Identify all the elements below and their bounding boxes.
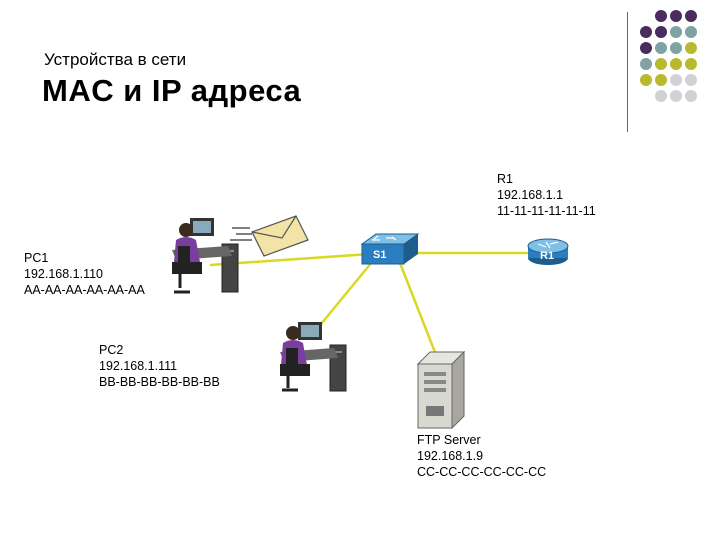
ftp-mac: CC-CC-CC-CC-CC-CC	[417, 465, 547, 479]
server-icon[interactable]	[416, 350, 466, 430]
decor-dot	[670, 42, 682, 54]
decor-dot	[655, 58, 667, 70]
r1-ip: 192.168.1.1	[497, 188, 564, 202]
decor-dot	[655, 26, 667, 38]
decor-dot	[640, 42, 652, 54]
pc1-ip: 192.168.1.110	[24, 267, 104, 281]
decor-dot	[685, 58, 697, 70]
label-ftp-server: FTP Server 192.168.1.9 CC-CC-CC-CC-CC-CC	[417, 432, 546, 480]
switch-icon[interactable]: S1	[360, 233, 420, 265]
decor-dot	[655, 90, 667, 102]
workstation-pc1-icon[interactable]	[172, 218, 239, 294]
decor-dot	[655, 74, 667, 86]
decor-dot	[655, 10, 667, 22]
pc1-mac: AA-AA-AA-AA-AA-AA	[24, 283, 145, 297]
ftp-name: FTP Server	[417, 433, 481, 447]
slide-subtitle: Устройства в сети	[44, 50, 187, 69]
workstation-pc2-icon[interactable]	[280, 322, 347, 392]
decor-dot	[685, 10, 697, 22]
decor-dot	[640, 58, 652, 70]
pc2-name: PC2	[99, 343, 124, 357]
slide-title: MAC и IP адреса	[42, 73, 302, 108]
router-label: R1	[540, 250, 554, 262]
decor-dot	[670, 90, 682, 102]
envelope-icon	[230, 215, 309, 257]
switch-label: S1	[373, 249, 386, 261]
decor-dot	[685, 74, 697, 86]
pc2-mac: BB-BB-BB-BB-BB-BB	[99, 375, 220, 389]
pc2-ip: 192.168.1.111	[99, 359, 178, 373]
decor-dot	[670, 26, 682, 38]
link-s1-ftp	[398, 262, 440, 361]
ftp-ip: 192.168.1.9	[417, 449, 484, 463]
label-pc1: PC1 192.168.1.110 AA-AA-AA-AA-AA-AA	[24, 250, 145, 298]
r1-name: R1	[497, 172, 513, 186]
r1-mac: 11-11-11-11-11-11	[497, 204, 596, 218]
decor-dot	[685, 26, 697, 38]
decor-dot	[655, 42, 667, 54]
decor-dot	[640, 26, 652, 38]
decor-divider	[627, 12, 628, 132]
label-r1: R1 192.168.1.1 11-11-11-11-11-11	[497, 171, 596, 219]
decor-dot	[670, 74, 682, 86]
router-icon[interactable]: R1	[527, 238, 569, 265]
decor-dot	[685, 90, 697, 102]
decor-dot	[670, 10, 682, 22]
decor-dot	[685, 42, 697, 54]
pc1-name: PC1	[24, 251, 49, 265]
label-pc2: PC2 192.168.1.111 BB-BB-BB-BB-BB-BB	[99, 342, 220, 390]
decor-dot	[640, 74, 652, 86]
decor-dot	[670, 58, 682, 70]
